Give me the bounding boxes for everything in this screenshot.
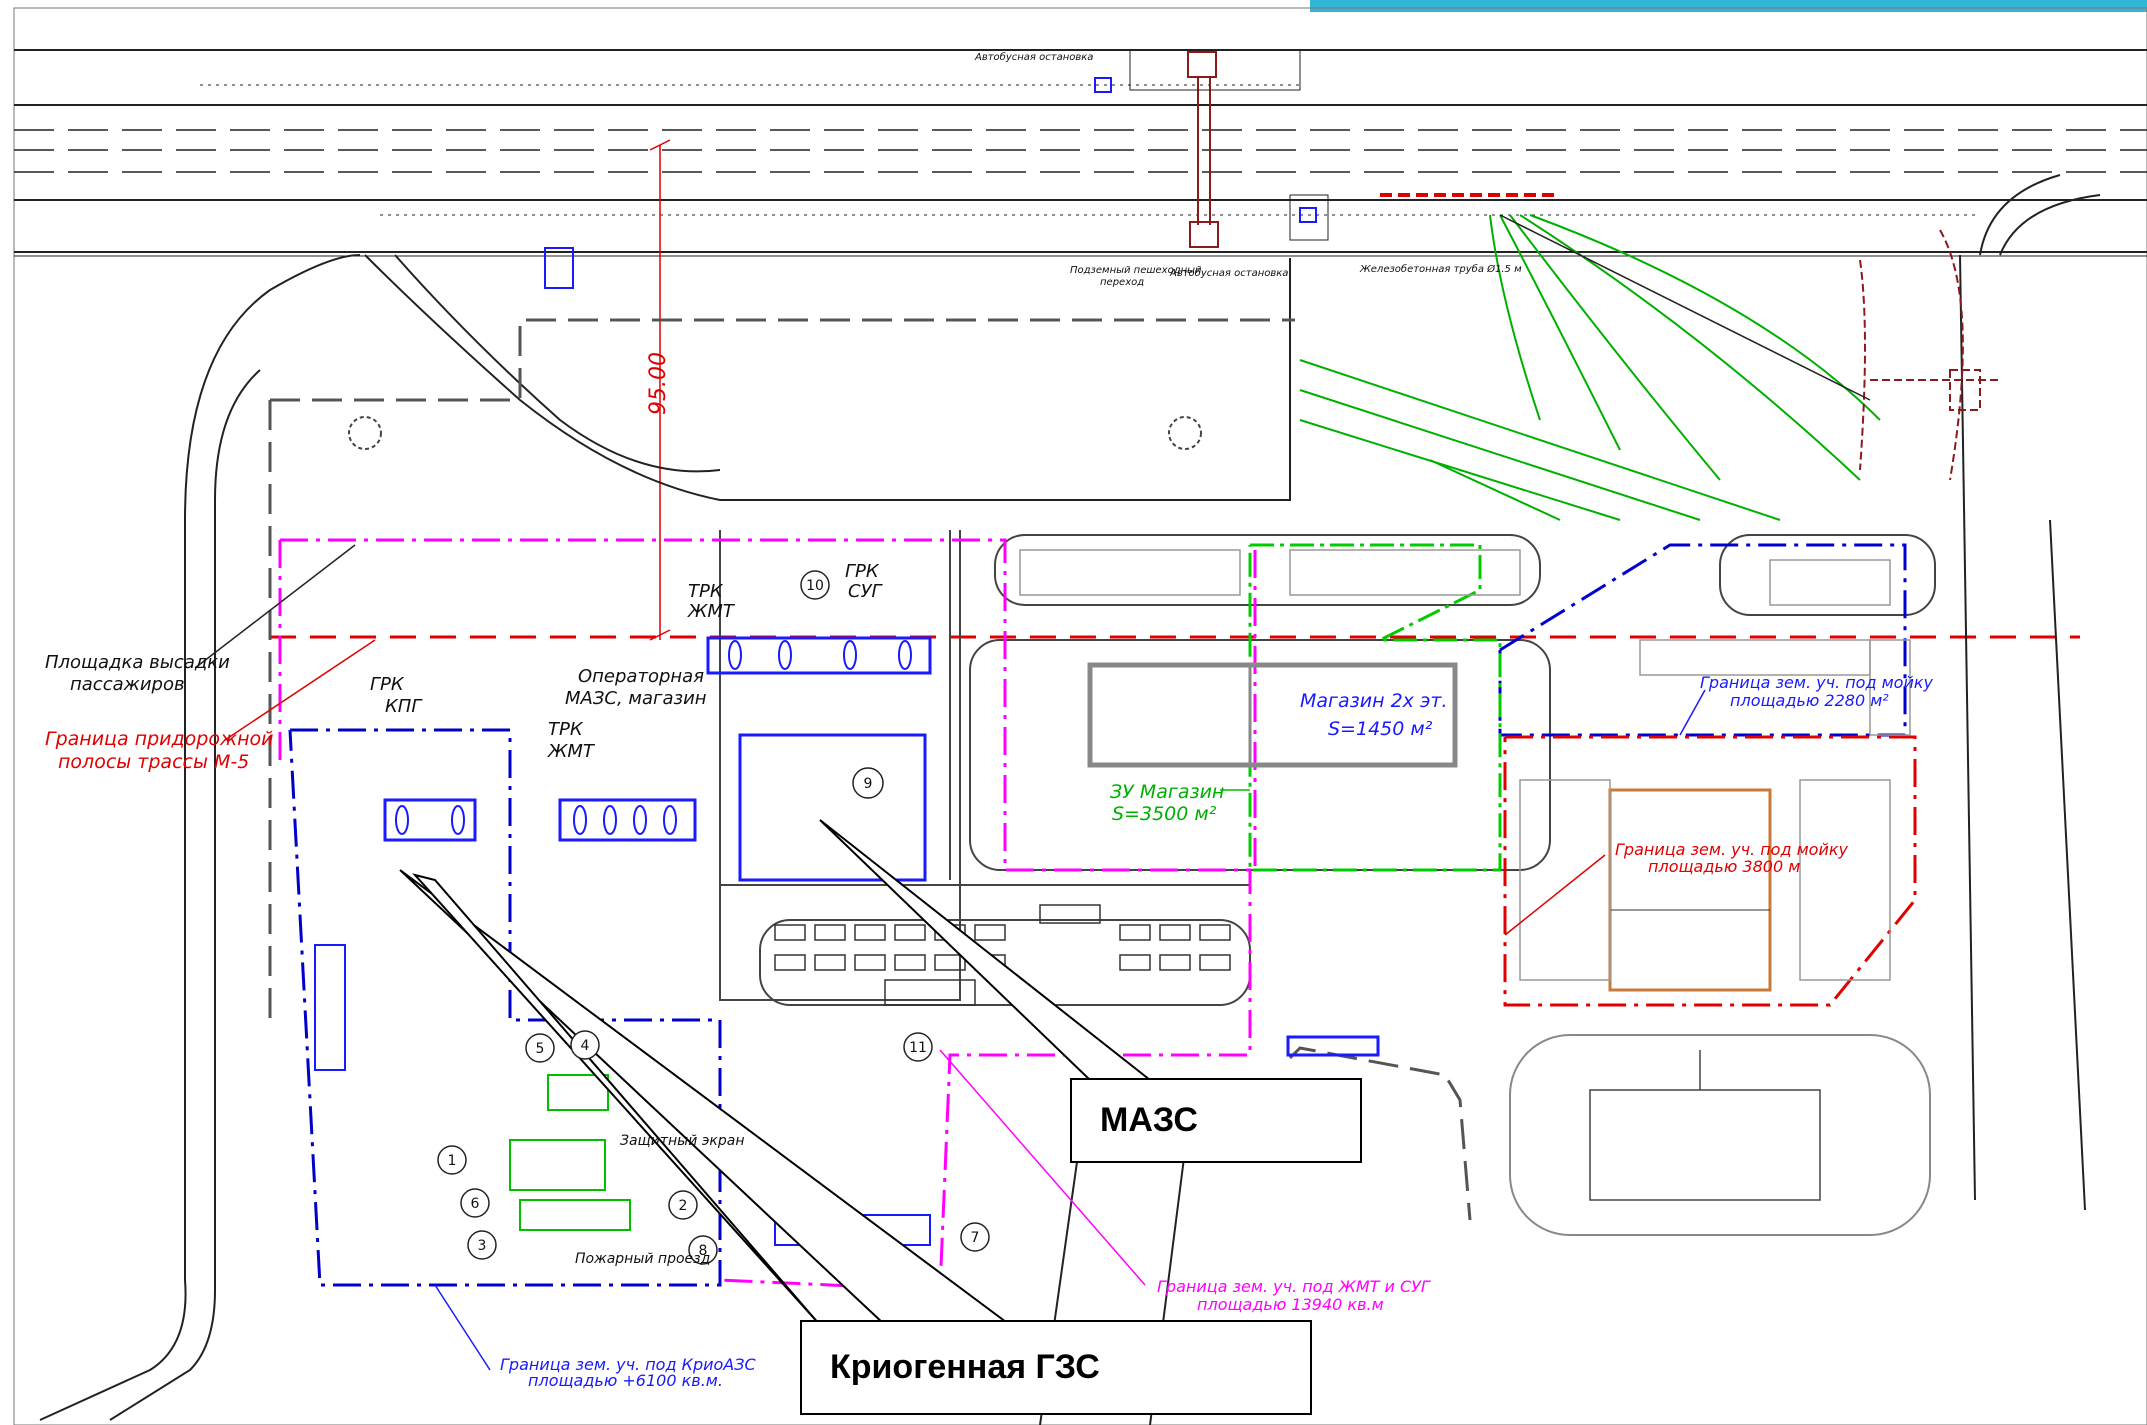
- platform-label-2: пассажиров: [70, 674, 185, 695]
- trk-zhmt-label-2: ЖМТ: [547, 741, 596, 762]
- marker-6: 6: [471, 1196, 480, 1212]
- marker-4: 4: [581, 1038, 590, 1054]
- zu-shop-label-1: ЗУ Магазин: [1110, 781, 1224, 803]
- cryo-gzs-callout-text: Криогенная ГЗС: [830, 1348, 1100, 1386]
- road-sign-icon: [544, 247, 574, 289]
- bus-stop-icon: [1299, 207, 1317, 223]
- trk-zhmt-top-label-1: ТРК: [688, 581, 724, 602]
- highway: [14, 49, 2147, 257]
- krio-border-label-1: Граница зем. уч. под КриоАЗС: [500, 1355, 757, 1374]
- bus-shelter: [1286, 1035, 1380, 1057]
- grk-kpg-label-2: КПГ: [385, 696, 423, 717]
- zu-shop-label-2: S=3500 м²: [1112, 803, 1217, 825]
- tree-symbols: [348, 416, 1202, 450]
- marker-10: 10: [806, 578, 824, 594]
- cryo-equipment: [314, 944, 931, 1246]
- mazs-callout-text: МАЗС: [1100, 1101, 1198, 1139]
- wash-3800-label-2: площадью 3800 м: [1648, 857, 1800, 876]
- grk-sug-label-2: СУГ: [848, 581, 884, 602]
- roadside-label-1: Граница придорожной: [45, 728, 273, 750]
- access-roads: [39, 174, 2101, 1425]
- marker-9: 9: [864, 776, 873, 792]
- bus-stop-top: [1129, 49, 1301, 248]
- wash-building: [1608, 788, 1772, 992]
- marker-8: 8: [699, 1243, 708, 1259]
- underground-passage-label-1: Подземный пешеходный: [1070, 265, 1202, 276]
- bus-stop-top-label: Автобусная остановка: [974, 51, 1093, 63]
- marker-7: 7: [971, 1230, 980, 1246]
- dimension-95-label: 95.00: [646, 352, 671, 415]
- mazs-callout: МАЗС: [1070, 1078, 1362, 1163]
- wash-3800-boundary: [1503, 735, 1917, 1007]
- parking-rows: [1019, 549, 1911, 981]
- trk-zhmt-label-1: ТРК: [548, 719, 584, 740]
- site-boundary-grey: [268, 318, 1472, 1221]
- operator-label-2: МАЗС, магазин: [565, 688, 707, 709]
- bus-stop-icon: [1094, 77, 1112, 93]
- shop-zu-boundary: [1248, 543, 1502, 872]
- leader-lines: [224, 639, 1606, 936]
- zhmt-border-label-2: площадью 13940 кв.м: [1197, 1295, 1384, 1314]
- numbered-markers: [437, 570, 990, 1265]
- krio-border-label-2: площадью +6100 кв.м.: [528, 1371, 723, 1390]
- grk-sug-label-1: ГРК: [845, 561, 880, 582]
- wash-2280-label-1: Граница зем. уч. под мойку: [1700, 673, 1934, 692]
- dimension-95: [649, 139, 671, 641]
- grk-kpg-label-1: ГРК: [370, 674, 405, 695]
- cryo-gzs-callout: Криогенная ГЗС: [800, 1320, 1312, 1415]
- marker-2: 2: [679, 1198, 688, 1214]
- marker-11: 11: [909, 1040, 927, 1056]
- culvert-leader: [1499, 214, 1871, 401]
- zhmt-sug-boundary: [278, 538, 1257, 1292]
- krio-azs-boundary: [288, 728, 722, 1287]
- wash-2280-label-2: площадью 2280 м²: [1730, 691, 1889, 710]
- dispenser-islands: [383, 636, 932, 882]
- marker-3: 3: [478, 1238, 487, 1254]
- lng-storage: [1589, 1050, 1821, 1201]
- marker-5: 5: [536, 1041, 545, 1057]
- marker-1: 1: [448, 1153, 457, 1169]
- callout-pointers: [399, 819, 1153, 1326]
- wash-3800-label-1: Граница зем. уч. под мойку: [1615, 840, 1849, 859]
- zhmt-border-label-1: Граница зем. уч. под ЖМТ и СУГ: [1157, 1277, 1431, 1296]
- underground-passage-label-2: переход: [1100, 277, 1144, 288]
- bus-stop-label: Автобусная остановка: [1169, 267, 1288, 279]
- shop-building: [1087, 662, 1458, 768]
- culvert-dark-red: [1859, 229, 2000, 481]
- roadside-label-2: полосы трассы М-5: [58, 751, 249, 773]
- culvert-label: Железобетонная труба Ø1.5 м: [1359, 263, 1522, 275]
- shop-label-1: Магазин 2х эт.: [1300, 690, 1447, 712]
- truck-parking: [774, 904, 1231, 1006]
- shop-label-2: S=1450 м²: [1328, 718, 1433, 740]
- protect-screen-label: Защитный экран: [620, 1133, 745, 1149]
- trk-zhmt-top-label-2: ЖМТ: [687, 601, 736, 622]
- platform-label-1: Площадка высадки: [45, 652, 230, 673]
- fire-passage-label: Пожарный проезд: [575, 1251, 710, 1267]
- operator-label-1: Операторная: [578, 666, 704, 687]
- top-accent-bar: [1310, 0, 2147, 12]
